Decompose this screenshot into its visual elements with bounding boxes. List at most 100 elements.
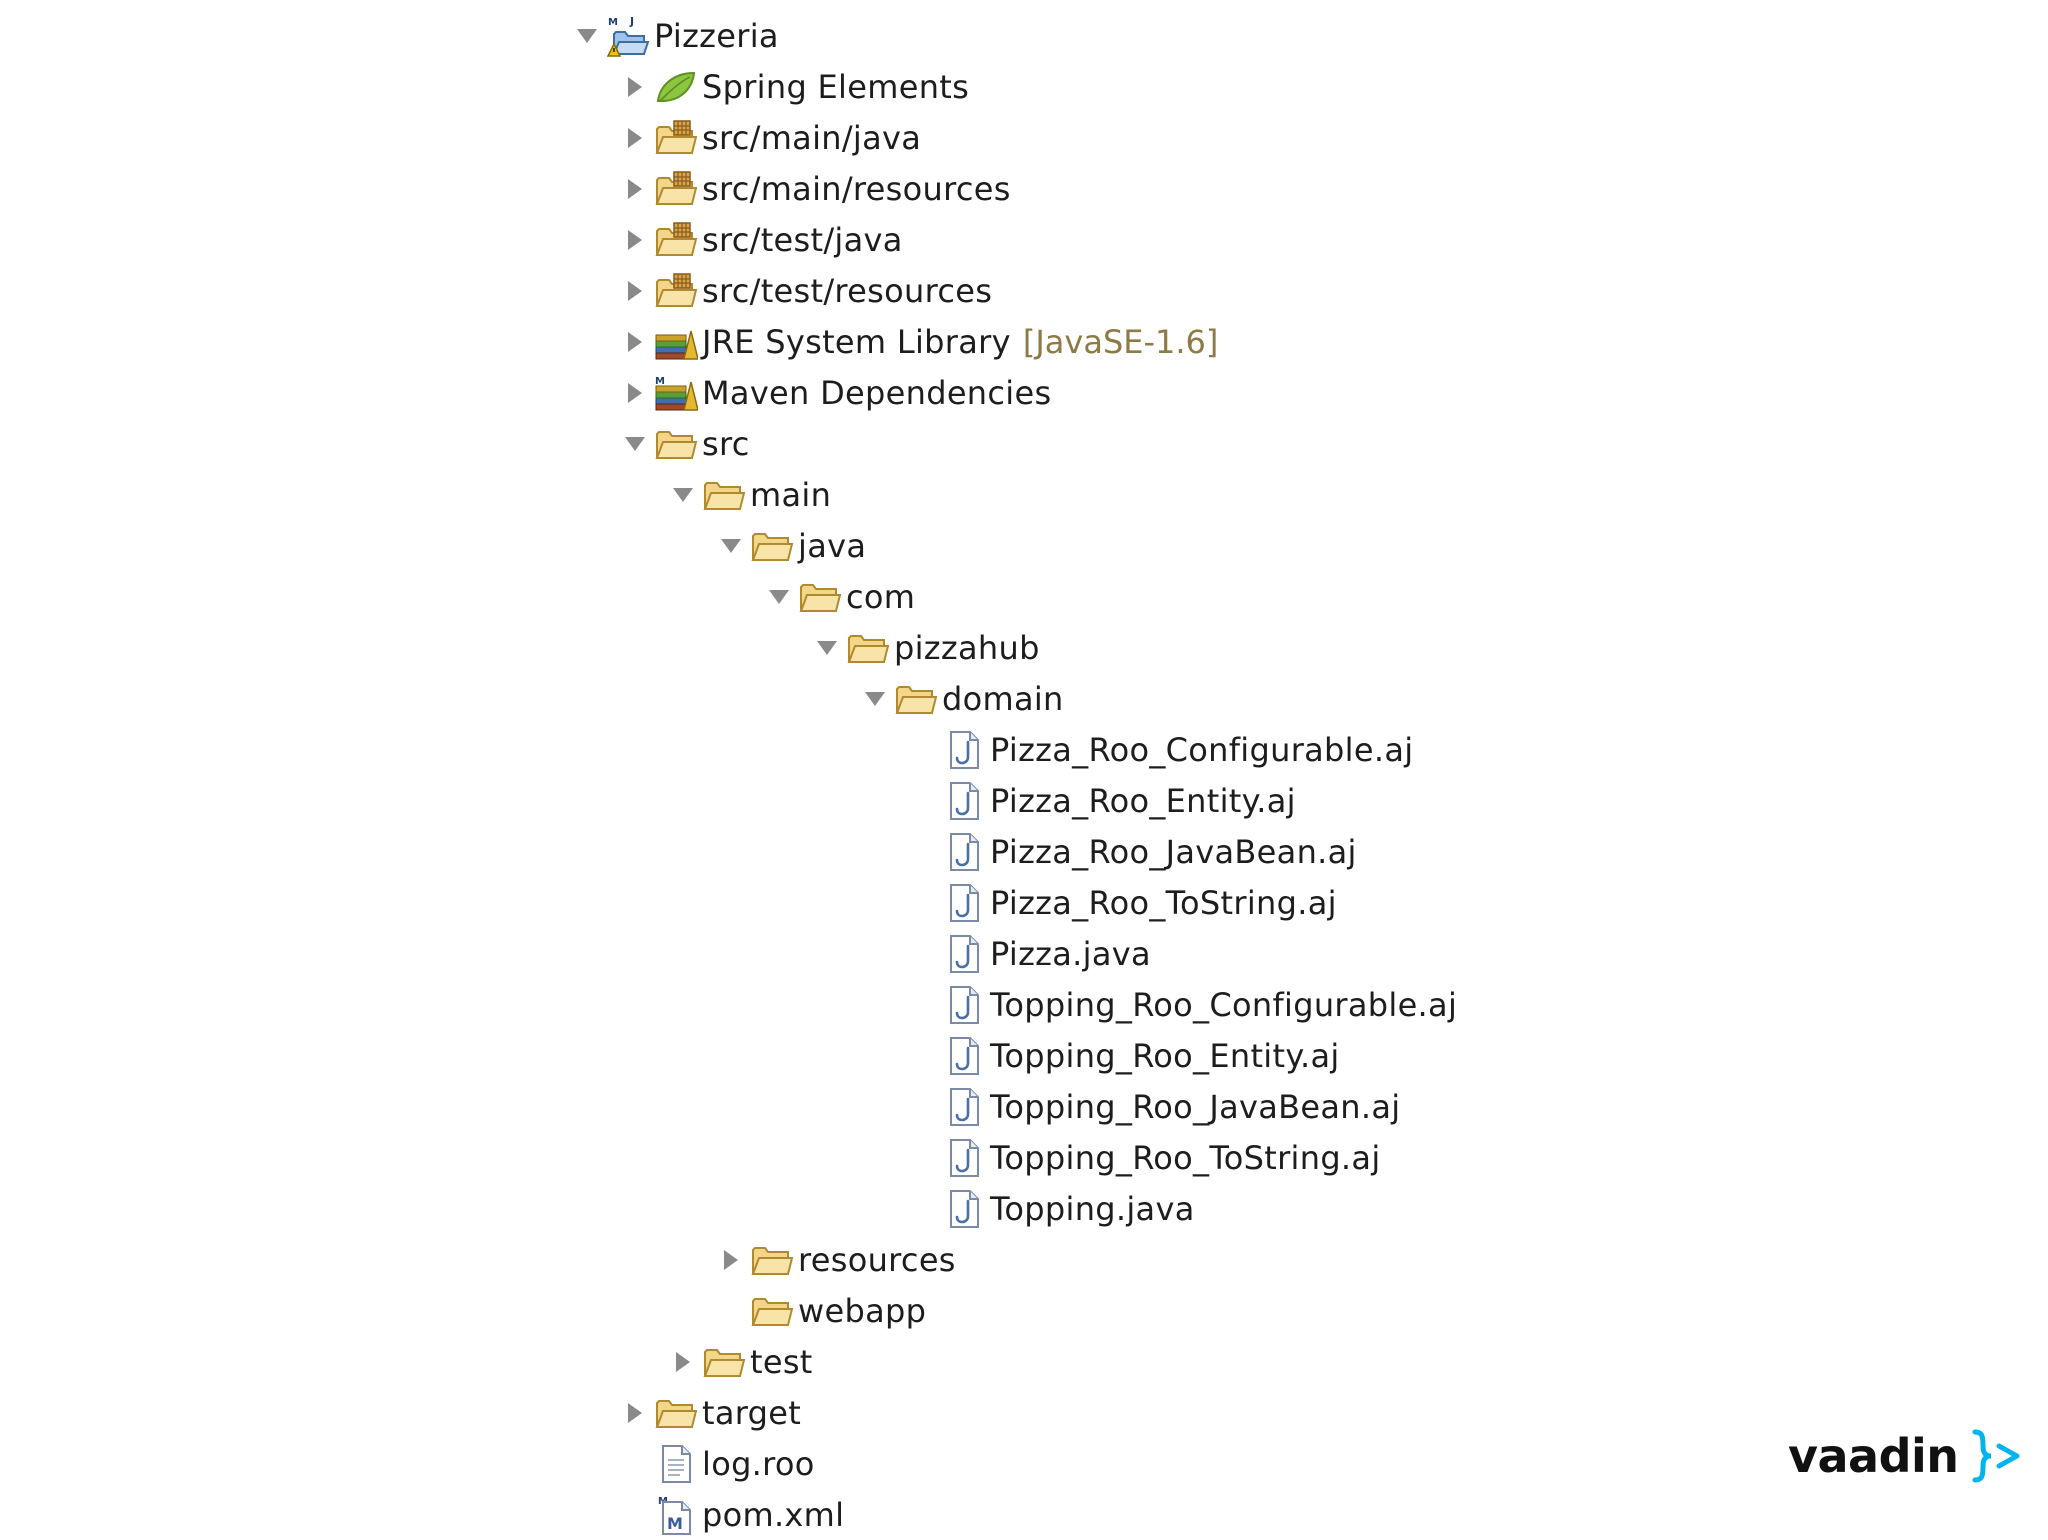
folder-icon [652, 1391, 700, 1435]
expand-arrow-icon[interactable] [618, 274, 652, 308]
toggle-spacer [906, 988, 940, 1022]
tree-item[interactable]: src/main/resources [570, 163, 1457, 214]
tree-item-label: webapp [798, 1291, 927, 1330]
folder-icon [796, 575, 844, 619]
text-file-icon [652, 1442, 700, 1486]
tree-item[interactable]: src/test/java [570, 214, 1457, 265]
tree-item-label: src/main/java [702, 118, 922, 157]
folder-icon [700, 1340, 748, 1384]
expand-arrow-icon[interactable] [618, 70, 652, 104]
toggle-spacer [906, 1141, 940, 1175]
tree-item-label: src [702, 424, 750, 463]
tree-item[interactable]: Topping_Roo_JavaBean.aj [570, 1081, 1457, 1132]
source-folder-icon [652, 218, 700, 262]
tree-item-label: Maven Dependencies [702, 373, 1052, 412]
java-file-icon [940, 1136, 988, 1180]
tree-item[interactable]: Pizza.java [570, 928, 1457, 979]
tree-item-label: Topping_Roo_Entity.aj [990, 1036, 1340, 1075]
tree-item[interactable]: java [570, 520, 1457, 571]
tree-item-label: src/test/java [702, 220, 903, 259]
toggle-spacer [618, 1498, 652, 1532]
tree-item[interactable]: target [570, 1387, 1457, 1438]
tree-item[interactable]: Pizza_Roo_Entity.aj [570, 775, 1457, 826]
tree-item[interactable]: com [570, 571, 1457, 622]
expand-arrow-icon[interactable] [714, 1243, 748, 1277]
tree-item[interactable]: src/main/java [570, 112, 1457, 163]
folder-icon [892, 677, 940, 721]
tree-item-label: Pizza_Roo_JavaBean.aj [990, 832, 1357, 871]
collapse-arrow-icon[interactable] [666, 478, 700, 512]
maven-pom-icon: M M [652, 1493, 700, 1537]
expand-arrow-icon[interactable] [618, 325, 652, 359]
tree-item[interactable]: Spring Elements [570, 61, 1457, 112]
toggle-spacer [906, 784, 940, 818]
tree-item-label: Topping_Roo_Configurable.aj [990, 985, 1458, 1024]
tree-item-label: test [750, 1342, 813, 1381]
expand-arrow-icon[interactable] [618, 376, 652, 410]
toggle-spacer [906, 1090, 940, 1124]
expand-arrow-icon[interactable] [618, 121, 652, 155]
collapse-arrow-icon[interactable] [810, 631, 844, 665]
tree-item[interactable]: domain [570, 673, 1457, 724]
tree-item-label: main [750, 475, 832, 514]
toggle-spacer [618, 1447, 652, 1481]
expand-arrow-icon[interactable] [666, 1345, 700, 1379]
tree-item[interactable]: src [570, 418, 1457, 469]
toggle-spacer [906, 937, 940, 971]
tree-item[interactable]: Topping_Roo_Configurable.aj [570, 979, 1457, 1030]
folder-icon [844, 626, 892, 670]
tree-item[interactable]: Pizza_Roo_ToString.aj [570, 877, 1457, 928]
tree-item[interactable]: src/test/resources [570, 265, 1457, 316]
expand-arrow-icon[interactable] [618, 172, 652, 206]
tree-item[interactable]: Topping.java [570, 1183, 1457, 1234]
collapse-arrow-icon[interactable] [858, 682, 892, 716]
tree-item[interactable]: Pizza_Roo_JavaBean.aj [570, 826, 1457, 877]
tree-item-label: Pizzeria [654, 16, 779, 55]
svg-text:M: M [608, 17, 618, 28]
tree-item-label: src/test/resources [702, 271, 993, 310]
tree-item-label: JRE System Library [702, 322, 1011, 361]
java-file-icon [940, 881, 988, 925]
folder-icon [652, 422, 700, 466]
java-file-icon [940, 1187, 988, 1231]
library-icon [652, 320, 700, 364]
java-file-icon [940, 1034, 988, 1078]
svg-text:M: M [667, 1514, 683, 1533]
tree-item-label: Topping_Roo_ToString.aj [990, 1138, 1381, 1177]
toggle-spacer [906, 835, 940, 869]
project-explorer-tree: M J Pizzeria Spring Elements src/main/ja… [570, 10, 1457, 1540]
expand-arrow-icon[interactable] [618, 223, 652, 257]
folder-icon [748, 1238, 796, 1282]
tree-item[interactable]: M Maven Dependencies [570, 367, 1457, 418]
collapse-arrow-icon[interactable] [618, 427, 652, 461]
collapse-arrow-icon[interactable] [570, 19, 604, 53]
tree-item-label: Pizza.java [990, 934, 1151, 973]
tree-item[interactable]: M M pom.xml [570, 1489, 1457, 1540]
tree-item[interactable]: Topping_Roo_Entity.aj [570, 1030, 1457, 1081]
collapse-arrow-icon[interactable] [714, 529, 748, 563]
java-file-icon [940, 728, 988, 772]
project-icon: M J [604, 14, 652, 58]
tree-item[interactable]: log.roo [570, 1438, 1457, 1489]
svg-text:M: M [655, 376, 665, 387]
toggle-spacer [906, 1192, 940, 1226]
tree-item-label: resources [798, 1240, 956, 1279]
tree-item[interactable]: resources [570, 1234, 1457, 1285]
tree-item-label: pom.xml [702, 1495, 845, 1534]
tree-item[interactable]: M J Pizzeria [570, 10, 1457, 61]
tree-item[interactable]: Pizza_Roo_Configurable.aj [570, 724, 1457, 775]
tree-item[interactable]: JRE System Library[JavaSE-1.6] [570, 316, 1457, 367]
tree-item-label: Spring Elements [702, 67, 970, 106]
source-folder-icon [652, 269, 700, 313]
tree-item[interactable]: pizzahub [570, 622, 1457, 673]
toggle-spacer [906, 886, 940, 920]
toggle-spacer [906, 733, 940, 767]
tree-item[interactable]: Topping_Roo_ToString.aj [570, 1132, 1457, 1183]
tree-item-label: Pizza_Roo_Entity.aj [990, 781, 1296, 820]
expand-arrow-icon[interactable] [618, 1396, 652, 1430]
tree-item-label: domain [942, 679, 1064, 718]
tree-item[interactable]: main [570, 469, 1457, 520]
tree-item[interactable]: webapp [570, 1285, 1457, 1336]
tree-item[interactable]: test [570, 1336, 1457, 1387]
collapse-arrow-icon[interactable] [762, 580, 796, 614]
